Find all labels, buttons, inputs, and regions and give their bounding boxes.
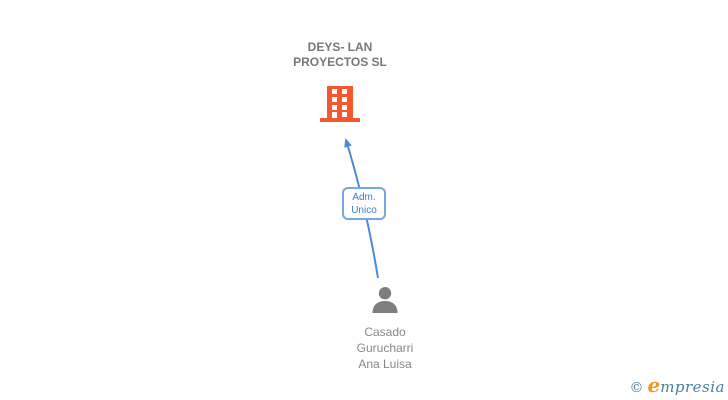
copyright-icon: © [629, 380, 644, 396]
company-node[interactable]: DEYS- LAN PROYECTOS SL [280, 40, 400, 122]
building-icon [320, 86, 360, 122]
person-name: Casado Gurucharri Ana Luisa [356, 325, 414, 371]
logo-initial-letter: e [647, 373, 661, 397]
empresia-logo[interactable]: © e mpresia [629, 375, 725, 396]
relationship-label: Adm. Unico [342, 187, 386, 220]
logo-wordmark: mpresia [660, 378, 725, 396]
company-name: DEYS- LAN PROYECTOS SL [293, 40, 387, 69]
person-icon [372, 287, 398, 313]
relationship-label-text: Adm. Unico [351, 191, 377, 216]
person-node[interactable]: Casado Gurucharri Ana Luisa [345, 287, 425, 372]
